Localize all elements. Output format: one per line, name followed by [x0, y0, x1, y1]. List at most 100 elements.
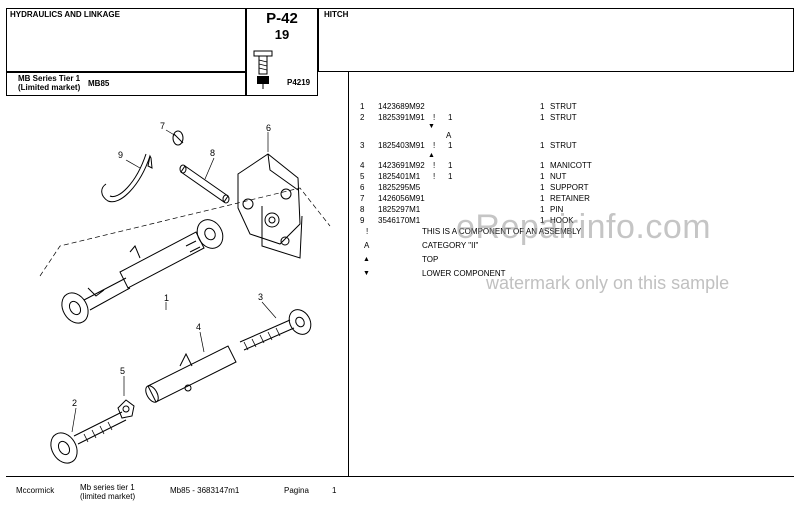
- hitch-exploded-diagram: 7 8 6 9 1 3 4 5 2: [39, 121, 331, 464]
- part-number: 1825297M1: [378, 205, 421, 214]
- qty: 1: [540, 183, 545, 192]
- legend-text: TOP: [422, 255, 439, 264]
- description: HOOK: [550, 216, 574, 225]
- top-icon: ▲: [428, 152, 435, 159]
- qty: 1: [540, 205, 545, 214]
- callout-label: 1: [164, 293, 169, 303]
- retainer-part: [172, 130, 184, 146]
- footer-divider: [6, 476, 794, 477]
- qty: 1: [540, 194, 545, 203]
- ref-number: 8: [360, 205, 365, 214]
- pin-part: [179, 164, 230, 204]
- watermark-note: watermark only on this sample: [486, 273, 730, 293]
- part-number: 1825403M91: [378, 141, 425, 150]
- marker-row: ▼: [360, 121, 800, 132]
- callout-label: 9: [118, 150, 123, 160]
- ref-number: 5: [360, 172, 365, 181]
- description: MANICOTT: [550, 161, 592, 170]
- illustration-code: P4219: [287, 78, 311, 87]
- description: STRUT: [550, 113, 577, 122]
- strut-part-3: [239, 309, 312, 351]
- table-row: 6 1825295M5 1 SUPPORT: [360, 182, 800, 193]
- callout-label: 8: [210, 148, 215, 158]
- sub-qty: 1: [448, 172, 453, 181]
- page-code: P-42: [266, 10, 298, 27]
- qty: 1: [540, 113, 545, 122]
- footer-model-doc: Mb85 - 3683147m1: [170, 486, 240, 495]
- category-symbol: A: [364, 241, 370, 250]
- strut-assembly-part: [61, 219, 224, 324]
- watermark-site: eRepairinfo.com: [456, 208, 712, 246]
- description: PIN: [550, 205, 564, 214]
- legend-text: THIS IS A COMPONENT OF AN ASSEMBLY: [422, 227, 582, 236]
- ref-number: 4: [360, 161, 365, 170]
- legend-item: A CATEGORY "II": [360, 240, 800, 251]
- part-number: 1426056M91: [378, 194, 425, 203]
- table-row: 8 1825297M1 1 PIN: [360, 204, 800, 215]
- assembly-symbol: !: [366, 227, 369, 236]
- category-marker: A: [446, 131, 452, 140]
- legend-text: LOWER COMPONENT: [422, 269, 506, 278]
- lower-component-icon: ▼: [363, 270, 370, 277]
- series-box: [6, 72, 246, 96]
- assembly-flag: !: [433, 161, 436, 170]
- legend-text: CATEGORY "II": [422, 241, 479, 250]
- group-title-box: [318, 8, 794, 72]
- part-number: 1423689M92: [378, 102, 425, 111]
- page-number: 19: [274, 27, 290, 42]
- callout-label: 2: [72, 398, 77, 408]
- marker-row: A: [360, 130, 800, 141]
- legend-item: ▼ LOWER COMPONENT: [360, 268, 800, 279]
- description: NUT: [550, 172, 567, 181]
- series-line1: MB Series Tier 1: [18, 74, 81, 83]
- series-line2: (Limited market): [18, 83, 81, 92]
- assembly-flag: !: [433, 172, 436, 181]
- qty: 1: [540, 172, 545, 181]
- callout-label: 4: [196, 322, 201, 332]
- manicott-part: [145, 345, 237, 403]
- sub-qty: 1: [448, 113, 453, 122]
- hook-part: [101, 153, 153, 203]
- group-title: HITCH: [324, 10, 349, 19]
- part-number: 1825391M91: [378, 113, 425, 122]
- legend-item: ▲ TOP: [360, 254, 800, 265]
- sub-qty: 1: [448, 141, 453, 150]
- assembly-flag: !: [433, 141, 436, 150]
- nut-part: [117, 399, 135, 419]
- section-title: HYDRAULICS AND LINKAGE: [10, 10, 120, 19]
- description: SUPPORT: [550, 183, 589, 192]
- part-number: 3546170M1: [378, 216, 421, 225]
- page-code-box: [246, 8, 318, 96]
- bolt-icon: [253, 50, 273, 89]
- model-label: MB85: [88, 79, 110, 88]
- callout-label: 7: [160, 121, 165, 131]
- description: RETAINER: [550, 194, 590, 203]
- table-row: 9 3546170M1 1 HOOK: [360, 215, 800, 226]
- qty: 1: [540, 102, 545, 111]
- support-part: [237, 153, 303, 259]
- legend-item: ! THIS IS A COMPONENT OF AN ASSEMBLY: [360, 226, 800, 237]
- qty: 1: [540, 141, 545, 150]
- qty: 1: [540, 216, 545, 225]
- footer-series-line1: Mb series tier 1: [80, 483, 135, 492]
- parts-list: 1 1423689M92 1 STRUT 2 1825391M91 ! 1 1 …: [360, 101, 790, 291]
- part-number: 1423691M92: [378, 161, 425, 170]
- lower-component-icon: ▼: [428, 123, 435, 130]
- top-icon: ▲: [363, 256, 370, 263]
- table-row: 2 1825391M91 ! 1 1 STRUT: [360, 112, 800, 123]
- strut-part-2: [50, 411, 127, 464]
- footer-series-line2: (limited market): [80, 492, 136, 501]
- table-row: 1 1423689M92 1 STRUT: [360, 101, 800, 112]
- table-row: 7 1426056M91 1 RETAINER: [360, 193, 800, 204]
- qty: 1: [540, 161, 545, 170]
- ref-number: 9: [360, 216, 365, 225]
- ref-number: 1: [360, 102, 365, 111]
- description: STRUT: [550, 102, 577, 111]
- footer-page-label: Pagina: [284, 486, 309, 495]
- ref-number: 7: [360, 194, 365, 203]
- table-row: 3 1825403M91 ! 1 1 STRUT: [360, 140, 800, 151]
- sub-qty: 1: [448, 161, 453, 170]
- callout-label: 5: [120, 366, 125, 376]
- footer-page-value: 1: [332, 486, 337, 495]
- description: STRUT: [550, 141, 577, 150]
